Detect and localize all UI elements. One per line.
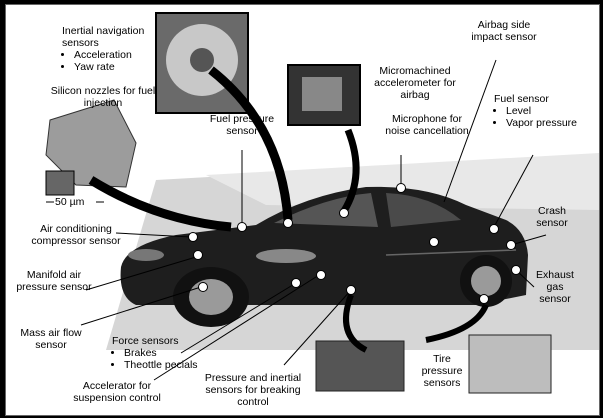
label-pressure-inertial: Pressure and inertial sensors for breaki… [204, 372, 302, 408]
diagram-panel: Inertial navigation sensors Acceleration… [5, 4, 600, 416]
label-fuel-sensor-item: Vapor pressure [506, 117, 594, 129]
sky-shading [206, 153, 599, 210]
label-force-item: Theottle pecials [124, 359, 222, 371]
leader-lines [80, 59, 547, 381]
label-manifold: Manifold air pressure sensor [16, 269, 92, 293]
label-mass-air-flow: Mass air flow sensor [20, 327, 82, 351]
arrow-inertial [208, 66, 293, 221]
label-inertial-item: Acceleration [74, 49, 162, 61]
label-inertial: Inertial navigation sensors Acceleration… [62, 25, 162, 73]
arrow-nozzle [88, 176, 232, 232]
label-airbag: Airbag side impact sensor [471, 19, 537, 43]
headlight [128, 249, 164, 261]
label-fuel-pressure: Fuel pressure sensor [209, 113, 275, 137]
label-tire-pressure: Tire pressure sensors [421, 353, 463, 389]
nozzle-closeup-image [45, 170, 75, 196]
label-accelerator: Accelerator for suspension control [73, 380, 161, 404]
label-silicon-nozzles: Silicon nozzles for fuel injection [50, 85, 156, 109]
label-fuel-sensor: Fuel sensor Level Vapor pressure [494, 93, 594, 129]
label-micromachined: Micromachined accelerometer for airbag [374, 65, 456, 101]
label-exhaust: Exhaust gas sensor [536, 269, 574, 305]
sensor-dots [188, 183, 521, 304]
label-crash: Crash sensor [536, 205, 568, 229]
arrow-tire-rear [425, 303, 489, 343]
arrow-accelerometer [340, 128, 360, 213]
car [120, 186, 529, 327]
label-microphone: Microphone for noise cancellation [385, 113, 469, 137]
tire-sensor-chip-image [468, 334, 552, 394]
arrow-tire-front [343, 293, 368, 353]
label-fuel-sensor-item: Level [506, 105, 594, 117]
label-force-sensors: Force sensors Brakes Theottle pecials [112, 335, 222, 371]
label-air-conditioning: Air conditioning compressor sensor [31, 223, 121, 247]
label-inertial-item: Yaw rate [74, 61, 162, 73]
silicon-nozzle-image [45, 99, 137, 188]
label-force-item: Brakes [124, 347, 222, 359]
label-scale-bar: 50 µm [55, 196, 85, 208]
diagram-graphics [45, 12, 599, 394]
